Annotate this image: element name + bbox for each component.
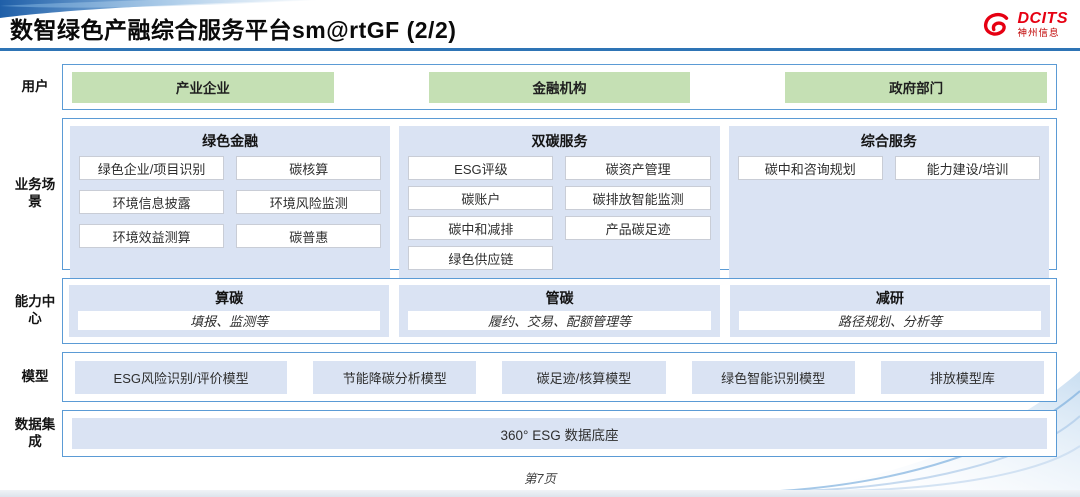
users-container: 产业企业 金融机构 政府部门 — [62, 64, 1057, 110]
scenario-col-green-finance: 绿色金融 绿色企业/项目识别 碳核算 环境信息披露 环境风险监测 环境效益测算 … — [70, 126, 391, 278]
scenario-col-comprehensive: 综合服务 碳中和咨询规划 能力建设/培训 — [728, 126, 1049, 278]
model-box: 绿色智能识别模型 — [691, 360, 855, 394]
user-box-industry: 产业企业 — [72, 71, 334, 103]
capability-manage-carbon: 管碳 履约、交易、配额管理等 — [399, 285, 720, 337]
row-label-data-integration: 数据集成 — [14, 416, 56, 449]
scenario-item: 能力建设/培训 — [894, 156, 1040, 180]
scenario-item: 碳普惠 — [236, 224, 382, 248]
scenario-item: 碳中和咨询规划 — [737, 156, 883, 180]
title-underline — [0, 48, 1080, 51]
scenario-item: 环境风险监测 — [236, 190, 382, 214]
company-logo: DCITS 神州信息 — [979, 10, 1069, 40]
scenario-item: 碳核算 — [236, 156, 382, 180]
bottom-edge-strip — [0, 490, 1080, 497]
user-box-finance: 金融机构 — [428, 71, 691, 103]
esg-data-base: 360° ESG 数据底座 — [72, 418, 1047, 449]
scenario-col-title: 绿色金融 — [202, 133, 259, 149]
row-users: 用户 产业企业 金融机构 政府部门 — [8, 64, 1057, 110]
row-label-models: 模型 — [21, 368, 49, 384]
row-label-capabilities: 能力中心 — [14, 294, 56, 326]
slide-header: 数智绿色产融综合服务平台sm@rtGF (2/2) DCITS 神州信息 — [0, 0, 1080, 51]
scenario-item: 碳排放智能监测 — [565, 186, 711, 210]
scenario-item: 绿色企业/项目识别 — [79, 156, 225, 180]
row-data-integration: 数据集成 360° ESG 数据底座 — [8, 410, 1057, 457]
page-title: 数智绿色产融综合服务平台sm@rtGF (2/2) — [10, 17, 457, 43]
model-box: 排放模型库 — [880, 360, 1044, 394]
capability-desc: 路径规划、分析等 — [738, 311, 1041, 330]
capability-desc: 填报、监测等 — [78, 311, 381, 330]
architecture-diagram: 用户 产业企业 金融机构 政府部门 业务场景 绿色金融 绿色企业/项目识别 碳核… — [8, 64, 1057, 457]
row-label-users: 用户 — [21, 78, 49, 94]
data-integration-container: 360° ESG 数据底座 — [62, 410, 1057, 457]
capability-reduce-research: 减研 路径规划、分析等 — [729, 285, 1050, 337]
scenario-col-dual-carbon: 双碳服务 ESG评级 碳资产管理 碳账户 碳排放智能监测 碳中和减排 产品碳足迹… — [399, 126, 720, 278]
scenario-item: 碳中和减排 — [408, 216, 554, 240]
row-label-scenarios: 业务场景 — [14, 177, 56, 209]
capability-calc-carbon: 算碳 填报、监测等 — [69, 285, 390, 337]
page-number: 第7页 — [524, 472, 556, 486]
model-box: 节能降碳分析模型 — [313, 360, 477, 394]
dcits-swoosh-icon — [983, 12, 1008, 36]
capability-title: 减研 — [875, 290, 904, 306]
model-box: 碳足迹/核算模型 — [502, 360, 666, 394]
capability-title: 管碳 — [545, 290, 574, 306]
scenario-item: ESG评级 — [408, 156, 554, 180]
row-models: 模型 ESG风险识别/评价模型 节能降碳分析模型 碳足迹/核算模型 绿色智能识别… — [8, 352, 1057, 402]
model-box: ESG风险识别/评价模型 — [75, 360, 288, 394]
scenarios-container: 绿色金融 绿色企业/项目识别 碳核算 环境信息披露 环境风险监测 环境效益测算 … — [62, 118, 1057, 278]
scenario-item: 碳资产管理 — [565, 156, 711, 180]
scenario-item: 绿色供应链 — [408, 246, 554, 270]
scenario-item: 碳账户 — [408, 186, 554, 210]
capabilities-container: 算碳 填报、监测等 管碳 履约、交易、配额管理等 减研 路径规划、分析等 — [62, 278, 1057, 344]
logo-text: DCITS — [1017, 10, 1068, 28]
scenario-col-title: 综合服务 — [860, 133, 917, 149]
capability-title: 算碳 — [215, 290, 244, 306]
scenario-item: 产品碳足迹 — [565, 216, 711, 240]
models-container: ESG风险识别/评价模型 节能降碳分析模型 碳足迹/核算模型 绿色智能识别模型 … — [62, 352, 1057, 402]
logo-subtext: 神州信息 — [1017, 28, 1060, 40]
scenario-item: 环境效益测算 — [79, 224, 225, 248]
row-capabilities: 能力中心 算碳 填报、监测等 管碳 履约、交易、配额管理等 减研 路径规划、分析… — [8, 278, 1057, 344]
scenario-col-title: 双碳服务 — [531, 133, 588, 149]
user-box-government: 政府部门 — [785, 71, 1048, 103]
scenario-item: 环境信息披露 — [79, 190, 225, 214]
row-scenarios: 业务场景 绿色金融 绿色企业/项目识别 碳核算 环境信息披露 环境风险监测 环境… — [8, 118, 1057, 278]
capability-desc: 履约、交易、配额管理等 — [408, 311, 711, 330]
